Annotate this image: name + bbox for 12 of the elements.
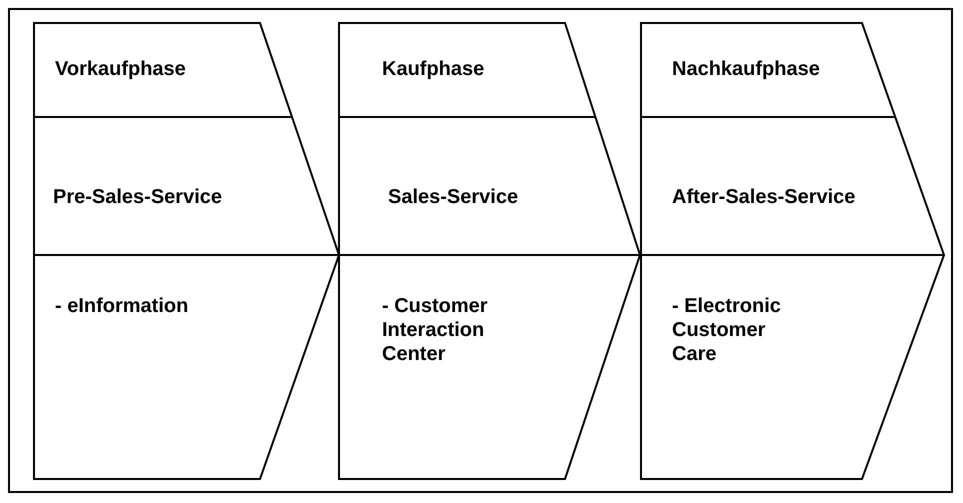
- chevron-shape: [640, 22, 946, 480]
- phase-heading: Nachkaufphase: [672, 57, 820, 81]
- service-item: - Electronic Customer Care: [672, 294, 782, 366]
- service-item: - eInformation: [55, 294, 190, 318]
- service-heading: Sales-Service: [388, 185, 518, 209]
- service-item: - Customer Interaction Center: [382, 294, 489, 366]
- chevron-shape: [338, 22, 642, 480]
- service-heading: Pre-Sales-Service: [53, 185, 222, 209]
- chevron-shape: [33, 22, 341, 480]
- service-heading: After-Sales-Service: [672, 185, 856, 209]
- phase-heading: Vorkaufphase: [55, 57, 186, 81]
- phase-heading: Kaufphase: [382, 57, 484, 81]
